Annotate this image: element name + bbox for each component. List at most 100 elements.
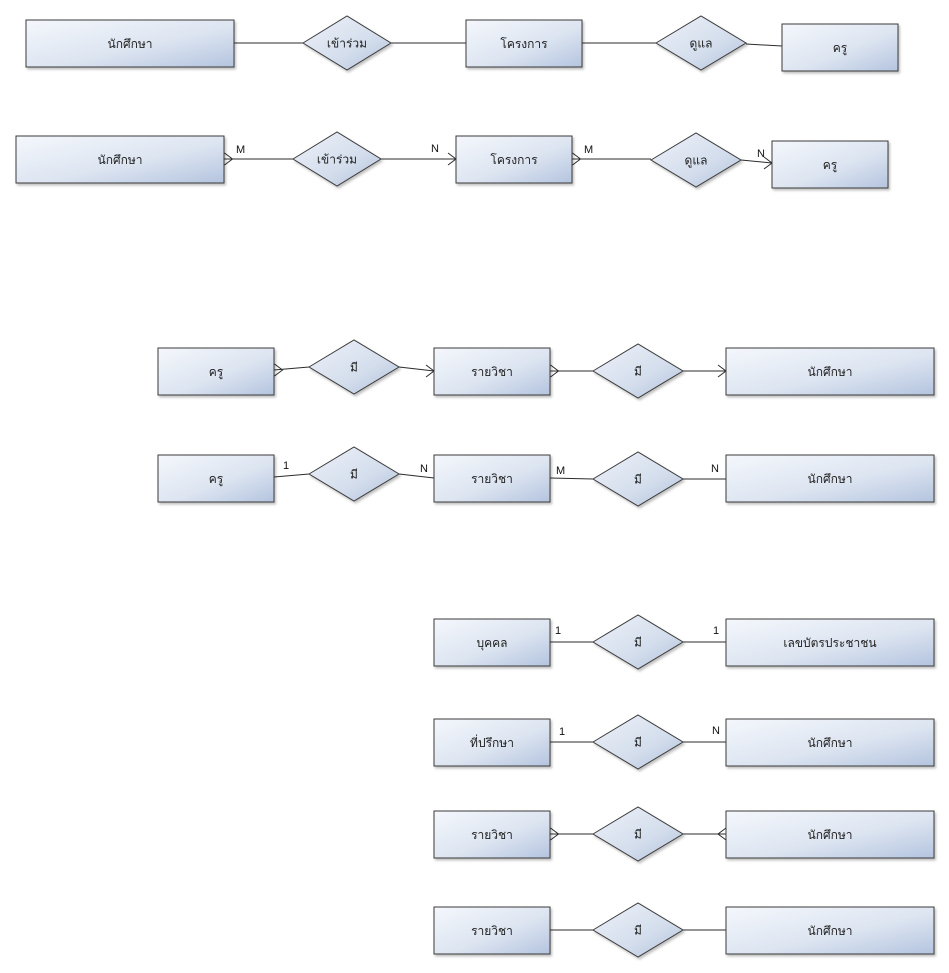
cardinality-label: N xyxy=(431,143,439,155)
relationship-diamond[interactable] xyxy=(292,131,382,187)
entity-label: ครู xyxy=(209,365,224,380)
entity-label: รายวิชา xyxy=(471,828,513,842)
entity[interactable]: ครู xyxy=(157,347,275,396)
relationship-label: มี xyxy=(634,473,642,487)
relationship[interactable]: มี xyxy=(592,614,684,670)
entity[interactable]: รายวิชา xyxy=(433,454,551,503)
relationship[interactable]: ดูแล xyxy=(650,132,742,188)
crows-foot-marker xyxy=(550,827,560,841)
entity-box[interactable] xyxy=(433,454,551,503)
relationship-label: มี xyxy=(634,636,642,650)
entity-box[interactable] xyxy=(433,810,551,859)
entity[interactable]: รายวิชา xyxy=(433,347,551,396)
entity[interactable]: ครู xyxy=(771,140,889,189)
entity-label: ที่ปรึกษา xyxy=(470,734,514,750)
entity-box[interactable] xyxy=(433,347,551,396)
entity-box[interactable] xyxy=(725,906,935,955)
relationship[interactable]: มี xyxy=(308,339,400,395)
relationship-diamond[interactable] xyxy=(592,451,684,507)
entity-box[interactable] xyxy=(433,718,551,767)
relationship-connector xyxy=(740,159,773,164)
entity-label: ครู xyxy=(833,41,848,56)
relationship-diamond[interactable] xyxy=(655,15,747,71)
relationship[interactable]: มี xyxy=(592,343,684,399)
entity[interactable]: นักศึกษา xyxy=(725,347,935,396)
relationship-diamond[interactable] xyxy=(308,339,400,395)
entity[interactable]: นักศึกษา xyxy=(725,718,935,767)
entity[interactable]: นักศึกษา xyxy=(15,135,225,184)
relationship-connector xyxy=(745,43,783,47)
relationship[interactable]: เข้าร่วม xyxy=(302,15,392,71)
relationship[interactable]: มี xyxy=(592,451,684,507)
entity-box[interactable] xyxy=(725,718,935,767)
entity[interactable]: ครู xyxy=(157,454,275,503)
relationship-diamond[interactable] xyxy=(308,446,400,502)
relationship[interactable]: มี xyxy=(308,446,400,502)
entity[interactable]: นักศึกษา xyxy=(725,454,935,503)
cardinality-label: N xyxy=(757,148,765,160)
crows-foot-marker xyxy=(572,152,582,166)
entity-box[interactable] xyxy=(433,906,551,955)
entity-box[interactable] xyxy=(157,347,275,396)
entity-box[interactable] xyxy=(725,347,935,396)
entity-box[interactable] xyxy=(15,135,225,184)
relationship-diamond[interactable] xyxy=(592,714,684,770)
entity-label: นักศึกษา xyxy=(808,828,853,842)
entity-box[interactable] xyxy=(725,454,935,503)
entity-box[interactable] xyxy=(725,618,935,667)
relationship-diamond[interactable] xyxy=(650,132,742,188)
entity-label: รายวิชา xyxy=(471,365,513,379)
entity-box[interactable] xyxy=(455,135,573,184)
entity[interactable]: รายวิชา xyxy=(433,810,551,859)
entity-box[interactable] xyxy=(433,618,551,667)
relationship[interactable]: มี xyxy=(592,902,684,958)
entity[interactable]: โครงการ xyxy=(465,19,583,68)
entity-box[interactable] xyxy=(771,140,889,189)
entity[interactable]: นักศึกษา xyxy=(25,19,235,68)
entity[interactable]: โครงการ xyxy=(455,135,573,184)
relationship[interactable]: มี xyxy=(592,806,684,862)
entity[interactable]: บุคคล xyxy=(433,618,551,667)
relationship-diamond[interactable] xyxy=(592,902,684,958)
entity[interactable]: เลขบัตรประชาชน xyxy=(725,618,935,667)
cardinality-label: 1 xyxy=(713,625,719,637)
entity[interactable]: นักศึกษา xyxy=(725,810,935,859)
relationship[interactable]: ดูแล xyxy=(655,15,747,71)
entity-box[interactable] xyxy=(25,19,235,68)
entity[interactable]: ครู xyxy=(781,23,899,72)
entity-box[interactable] xyxy=(781,23,899,72)
relationship-connector xyxy=(273,473,310,478)
relationship-label: เข้าร่วม xyxy=(327,37,367,51)
relationship-connector xyxy=(398,473,435,479)
relationship-connector xyxy=(273,366,310,371)
cardinality-label: N xyxy=(711,463,719,475)
relationship-diamond[interactable] xyxy=(592,343,684,399)
entity-label: นักศึกษา xyxy=(98,153,143,167)
entity[interactable]: ที่ปรึกษา xyxy=(433,718,551,767)
entity-box[interactable] xyxy=(465,19,583,68)
cardinality-label: N xyxy=(420,463,428,475)
cardinality-label: M xyxy=(556,465,565,477)
entity-box[interactable] xyxy=(157,454,275,503)
entity-box[interactable] xyxy=(725,810,935,859)
relationship-label: มี xyxy=(634,736,642,750)
relationship[interactable]: มี xyxy=(592,714,684,770)
entity-label: โครงการ xyxy=(490,153,538,167)
relationship[interactable]: เข้าร่วม xyxy=(292,131,382,187)
relationship-label: มี xyxy=(350,468,358,482)
relationship-diamond[interactable] xyxy=(302,15,392,71)
relationship-connector xyxy=(549,477,594,480)
entity[interactable]: รายวิชา xyxy=(433,906,551,955)
crows-foot-marker xyxy=(550,364,560,378)
relationship-diamond[interactable] xyxy=(592,806,684,862)
cardinality-label: M xyxy=(236,144,245,156)
relationship-label: ดูแล xyxy=(685,154,708,169)
relationship-diamond[interactable] xyxy=(592,614,684,670)
relationship-connector xyxy=(398,366,435,372)
entity[interactable]: นักศึกษา xyxy=(725,906,935,955)
relationship-label: มี xyxy=(350,361,358,375)
relationship-label: ดูแล xyxy=(690,37,713,52)
